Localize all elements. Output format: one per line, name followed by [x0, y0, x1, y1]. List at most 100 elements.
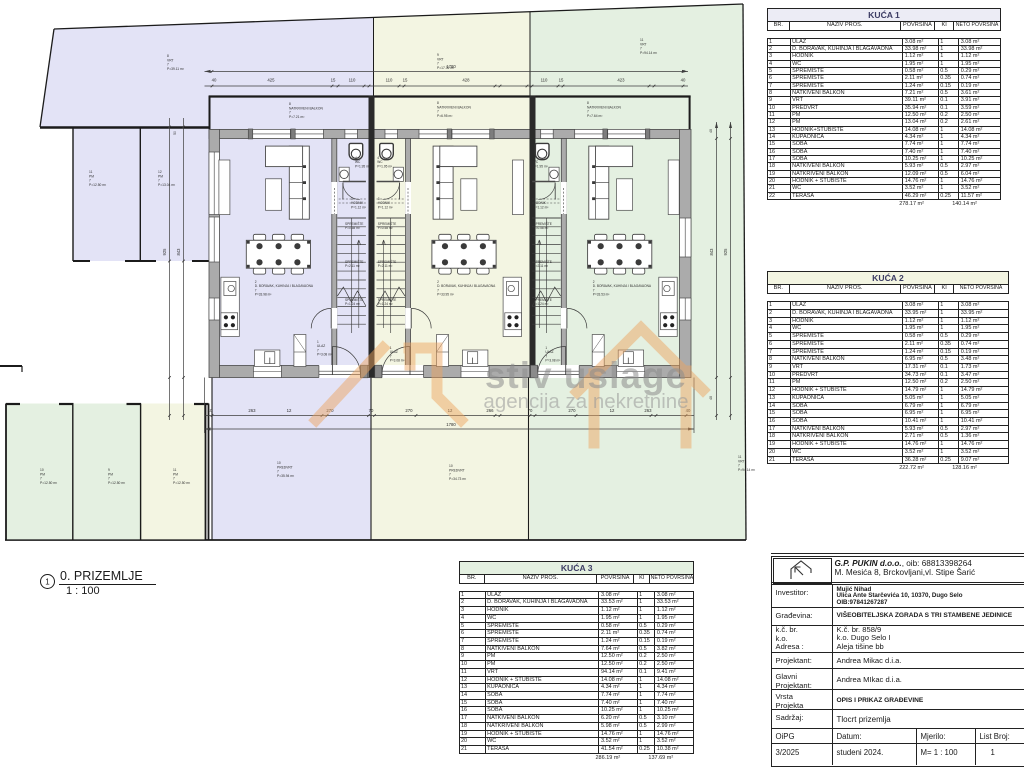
svg-text:40: 40 — [212, 78, 217, 83]
svg-text:P=17.31 m²: P=17.31 m² — [437, 66, 455, 70]
svg-text:425: 425 — [267, 78, 275, 83]
svg-text:7: 7 — [167, 63, 169, 67]
svg-text:P=7.21 m²: P=7.21 m² — [289, 115, 305, 119]
svg-text:P=6.95 m²: P=6.95 m² — [437, 114, 453, 118]
svg-text:12: 12 — [287, 408, 292, 413]
svg-text:stiv uslage: stiv uslage — [485, 355, 687, 396]
svg-text:HODNIK: HODNIK — [534, 201, 547, 205]
svg-text:10: 10 — [40, 468, 44, 472]
svg-text:P=1.24 m²: P=1.24 m² — [345, 302, 360, 306]
svg-text:1: 1 — [545, 346, 547, 350]
svg-text:7: 7 — [317, 348, 319, 352]
svg-text:270: 270 — [568, 408, 576, 413]
svg-text:P=33.95 m²: P=33.95 m² — [437, 293, 454, 297]
svg-text:11: 11 — [640, 38, 644, 42]
svg-text:9: 9 — [437, 53, 439, 57]
svg-text:D. BORAVAK, KUHINJA I BLAGAVAO: D. BORAVAK, KUHINJA I BLAGAVAONA — [255, 284, 314, 288]
svg-text:D. BORAVAK, KUHINJA I BLAGAVAO: D. BORAVAK, KUHINJA I BLAGAVAONA — [593, 284, 652, 288]
svg-text:WC: WC — [355, 160, 361, 164]
svg-text:4: 4 — [355, 156, 357, 160]
svg-text:P=0.58 m²: P=0.58 m² — [378, 226, 393, 230]
svg-text:SPREMIŠTE: SPREMIŠTE — [534, 297, 552, 302]
svg-text:NATKRIVENI BALKON: NATKRIVENI BALKON — [437, 105, 471, 109]
svg-text:P=13.04 m²: P=13.04 m² — [158, 183, 176, 187]
svg-text:11: 11 — [173, 468, 177, 472]
svg-text:NATKRIVENI BALKON: NATKRIVENI BALKON — [289, 106, 323, 110]
svg-text:7: 7 — [255, 288, 257, 292]
svg-text:P=94.14 m²: P=94.14 m² — [640, 51, 658, 55]
svg-text:7: 7 — [449, 473, 451, 477]
svg-text:ULAZ: ULAZ — [317, 344, 325, 348]
svg-text:SPREMIŠTE: SPREMIŠTE — [534, 259, 552, 264]
svg-text:40: 40 — [709, 129, 713, 133]
svg-text:7: 7 — [437, 62, 439, 66]
svg-text:428: 428 — [462, 78, 470, 83]
svg-text:P=1.24 m²: P=1.24 m² — [534, 302, 549, 306]
svg-text:P=12.50 m²: P=12.50 m² — [89, 183, 107, 187]
svg-text:SPREMIŠTE: SPREMIŠTE — [345, 297, 363, 302]
svg-text:12: 12 — [448, 408, 453, 413]
svg-text:VRT: VRT — [738, 459, 745, 463]
svg-text:7: 7 — [593, 288, 595, 292]
svg-text:8: 8 — [437, 101, 439, 105]
svg-text:11: 11 — [738, 455, 742, 459]
svg-text:VRT: VRT — [167, 58, 174, 62]
svg-text:VRT: VRT — [640, 42, 647, 46]
svg-text:HODNIK: HODNIK — [351, 201, 364, 205]
svg-text:11: 11 — [89, 170, 93, 174]
svg-text:7: 7 — [173, 477, 175, 481]
svg-text:7: 7 — [437, 110, 439, 114]
svg-text:925: 925 — [162, 248, 167, 256]
svg-text:9: 9 — [108, 468, 110, 472]
svg-text:P=1.12 m²: P=1.12 m² — [351, 205, 366, 209]
svg-text:7: 7 — [158, 179, 160, 183]
svg-text:8: 8 — [587, 101, 589, 105]
svg-text:P=1.95 m²: P=1.95 m² — [533, 164, 548, 168]
svg-text:P=3.08 m²: P=3.08 m² — [545, 359, 560, 363]
svg-text:WC: WC — [377, 160, 383, 164]
svg-text:843: 843 — [176, 248, 181, 256]
svg-text:SPREMIŠTE: SPREMIŠTE — [345, 221, 363, 226]
svg-text:7: 7 — [390, 354, 392, 358]
svg-text:P=2.11 m²: P=2.11 m² — [378, 264, 393, 268]
svg-text:7: 7 — [277, 470, 279, 474]
svg-text:10: 10 — [449, 464, 453, 468]
svg-text:P=12.50 m²: P=12.50 m² — [108, 481, 126, 485]
svg-text:1 : 100: 1 : 100 — [66, 585, 100, 597]
svg-text:3: 3 — [351, 197, 353, 201]
svg-text:P=7.64 m²: P=7.64 m² — [587, 114, 603, 118]
svg-text:3: 3 — [534, 197, 536, 201]
svg-text:40: 40 — [686, 408, 691, 413]
svg-text:P=33.98 m²: P=33.98 m² — [255, 293, 272, 297]
svg-text:7: 7 — [640, 47, 642, 51]
svg-text:P=12.50 m²: P=12.50 m² — [173, 481, 191, 485]
svg-text:P=94.14 m²: P=94.14 m² — [738, 468, 756, 472]
svg-text:VRT: VRT — [437, 57, 444, 61]
svg-text:266: 266 — [486, 408, 494, 413]
svg-text:7: 7 — [289, 111, 291, 115]
svg-text:7: 7 — [40, 477, 42, 481]
svg-text:P=33.53 m²: P=33.53 m² — [593, 293, 610, 297]
svg-text:263: 263 — [248, 408, 256, 413]
svg-text:ULAZ: ULAZ — [545, 350, 553, 354]
svg-text:SPREMIŠTE: SPREMIŠTE — [345, 259, 363, 264]
svg-text:SPREMIŠTE: SPREMIŠTE — [534, 221, 552, 226]
svg-text:1: 1 — [390, 346, 392, 350]
svg-text:1: 1 — [45, 578, 50, 587]
svg-text:HODNIK: HODNIK — [378, 201, 391, 205]
svg-text:50: 50 — [173, 131, 177, 135]
svg-text:P=1.95 m²: P=1.95 m² — [377, 164, 392, 168]
svg-text:7: 7 — [587, 110, 589, 114]
svg-text:7: 7 — [437, 288, 439, 292]
svg-text:P=1.12 m²: P=1.12 m² — [534, 205, 549, 209]
svg-text:423: 423 — [617, 78, 625, 83]
svg-text:SPREMIŠTE: SPREMIŠTE — [378, 221, 396, 226]
svg-text:15: 15 — [559, 78, 564, 83]
svg-text:12: 12 — [158, 170, 162, 174]
svg-text:PM: PM — [108, 472, 113, 476]
svg-text:P=0.58 m²: P=0.58 m² — [345, 226, 360, 230]
svg-text:1: 1 — [317, 340, 319, 344]
svg-text:2: 2 — [593, 280, 595, 284]
svg-text:PM: PM — [40, 472, 45, 476]
svg-text:270: 270 — [405, 408, 413, 413]
